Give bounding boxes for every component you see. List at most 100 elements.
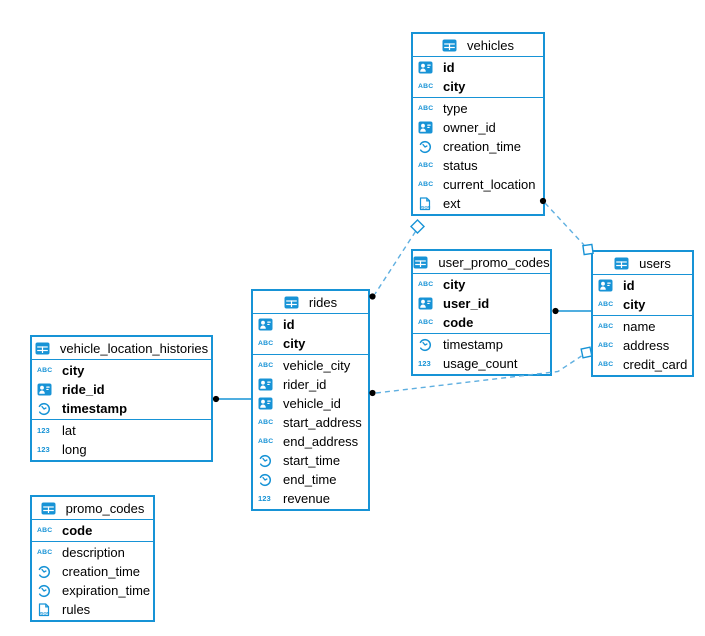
text-type-icon: ABC xyxy=(418,319,434,326)
id-badge-icon xyxy=(418,297,438,310)
id-badge-icon xyxy=(258,318,278,331)
id-badge-icon xyxy=(258,397,278,410)
table-title: vehicle_location_histories xyxy=(59,340,209,356)
relation-user_promo_codes-users[interactable] xyxy=(552,307,591,315)
table-icon xyxy=(35,342,55,355)
column-name: ride_id xyxy=(62,382,105,397)
column-name: timestamp xyxy=(443,337,503,352)
text-type-icon: ABC xyxy=(258,340,274,347)
column-name: id xyxy=(443,60,455,75)
column-row-city[interactable]: ABC city xyxy=(253,334,368,353)
table-header[interactable]: rides xyxy=(253,291,368,314)
column-row-id[interactable]: id xyxy=(253,315,368,334)
column-name: vehicle_id xyxy=(283,396,341,411)
relation-vehicle_location_histories-rides[interactable] xyxy=(212,395,251,403)
column-row-creation_time[interactable]: creation_time xyxy=(32,562,153,581)
column-name: name xyxy=(623,319,656,334)
text-type-icon: ABC xyxy=(598,361,614,368)
column-name: address xyxy=(623,338,670,353)
table-header[interactable]: users xyxy=(593,252,692,275)
column-row-timestamp[interactable]: timestamp xyxy=(32,399,211,418)
id-badge-icon xyxy=(37,383,57,396)
column-row-creation_time[interactable]: creation_time xyxy=(413,137,543,156)
time-type-icon xyxy=(37,402,57,416)
table-title: rides xyxy=(308,294,338,310)
relation-vehicles-users[interactable] xyxy=(539,197,594,256)
column-row-ride_id[interactable]: ride_id xyxy=(32,380,211,399)
column-name: vehicle_city xyxy=(283,358,351,373)
column-row-owner_id[interactable]: owner_id xyxy=(413,118,543,137)
table-header[interactable]: vehicles xyxy=(413,34,543,57)
column-row-user_id[interactable]: user_id xyxy=(413,294,550,313)
column-name: timestamp xyxy=(62,401,128,416)
time-type-icon xyxy=(418,338,438,352)
column-name: id xyxy=(283,317,295,332)
table-header[interactable]: vehicle_location_histories xyxy=(32,337,211,360)
text-type-icon: ABC xyxy=(258,438,274,445)
text-type-icon: ABC xyxy=(418,83,434,90)
text-type-icon: ABC xyxy=(418,181,434,188)
column-name: city xyxy=(283,336,306,351)
column-name: status xyxy=(443,158,478,173)
column-row-start_time[interactable]: start_time xyxy=(253,451,368,470)
table-title: vehicles xyxy=(467,37,514,53)
number-type-icon: 123 xyxy=(37,445,50,454)
column-row-end_time[interactable]: end_time xyxy=(253,470,368,489)
column-row-id[interactable]: id xyxy=(593,276,692,295)
id-badge-icon xyxy=(258,378,278,391)
time-type-icon xyxy=(418,140,438,154)
column-row-expiration_time[interactable]: expiration_time xyxy=(32,581,153,600)
id-badge-icon xyxy=(418,121,438,134)
table-title: users xyxy=(639,255,671,271)
column-row-vehicle_id[interactable]: vehicle_id xyxy=(253,394,368,413)
table-header[interactable]: promo_codes xyxy=(32,497,153,520)
column-name: city xyxy=(623,297,646,312)
column-name: user_id xyxy=(443,296,490,311)
column-name: id xyxy=(623,278,635,293)
text-type-icon: ABC xyxy=(37,527,53,534)
number-type-icon: 123 xyxy=(37,426,50,435)
table-header[interactable]: user_promo_codes xyxy=(413,251,550,274)
text-type-icon: ABC xyxy=(37,367,53,374)
column-row-id[interactable]: id xyxy=(413,58,543,77)
column-row-rider_id[interactable]: rider_id xyxy=(253,375,368,394)
column-row-timestamp[interactable]: timestamp xyxy=(413,335,550,354)
id-badge-icon xyxy=(418,61,438,74)
id-badge-icon xyxy=(598,279,618,292)
table-title: user_promo_codes xyxy=(438,254,550,270)
